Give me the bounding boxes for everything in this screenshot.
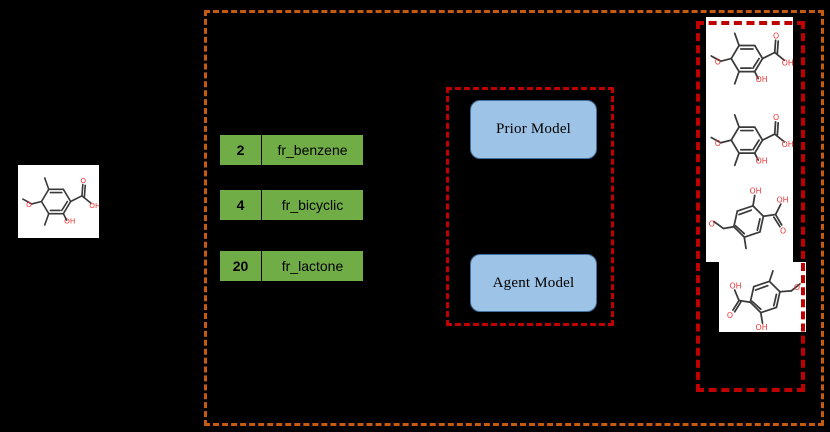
agent-model-box[interactable]: Agent Model <box>470 254 597 312</box>
svg-text:OH: OH <box>750 187 762 196</box>
generated-molecule-image: OH O O OH <box>719 262 806 332</box>
svg-text:OH: OH <box>729 281 741 290</box>
svg-text:OH: OH <box>64 216 75 225</box>
query-molecule-image: O O OH OH <box>18 165 99 238</box>
svg-text:OH: OH <box>756 157 768 166</box>
outer-dashed-frame <box>204 10 824 426</box>
svg-text:OH: OH <box>756 75 768 84</box>
generated-molecule-image: O O OH OH <box>706 101 793 181</box>
svg-text:O: O <box>715 139 721 148</box>
generated-molecules-dashed-frame <box>696 21 805 392</box>
svg-text:OH: OH <box>756 323 768 332</box>
generated-molecule-image: O O OH OH <box>706 17 793 101</box>
svg-text:O: O <box>26 200 32 209</box>
descriptor-row[interactable]: 4 fr_bicyclic <box>220 190 363 220</box>
descriptor-name: fr_benzene <box>277 142 348 158</box>
descriptor-row[interactable]: 2 fr_benzene <box>220 135 363 165</box>
descriptor-name: fr_bicyclic <box>281 197 344 213</box>
descriptor-name: fr_lactone <box>281 258 344 274</box>
model-group-dashed-frame <box>446 87 614 326</box>
svg-text:O: O <box>794 283 800 292</box>
prior-model-box[interactable]: Prior Model <box>470 100 597 159</box>
descriptor-count: 4 <box>220 190 262 220</box>
generated-molecule-image: OH O OH O <box>706 181 793 262</box>
descriptor-row[interactable]: 20 fr_lactone <box>220 251 363 281</box>
svg-text:OH: OH <box>89 201 99 210</box>
descriptor-count: 2 <box>220 135 262 165</box>
svg-text:O: O <box>773 113 779 122</box>
svg-text:OH: OH <box>782 140 793 149</box>
svg-text:O: O <box>727 311 733 320</box>
descriptor-count: 20 <box>220 251 262 281</box>
svg-text:O: O <box>709 220 715 229</box>
svg-text:O: O <box>80 176 86 185</box>
svg-text:O: O <box>773 32 779 41</box>
svg-text:O: O <box>780 227 786 236</box>
svg-text:OH: OH <box>782 59 793 68</box>
svg-text:OH: OH <box>776 195 788 204</box>
svg-text:O: O <box>715 58 721 67</box>
